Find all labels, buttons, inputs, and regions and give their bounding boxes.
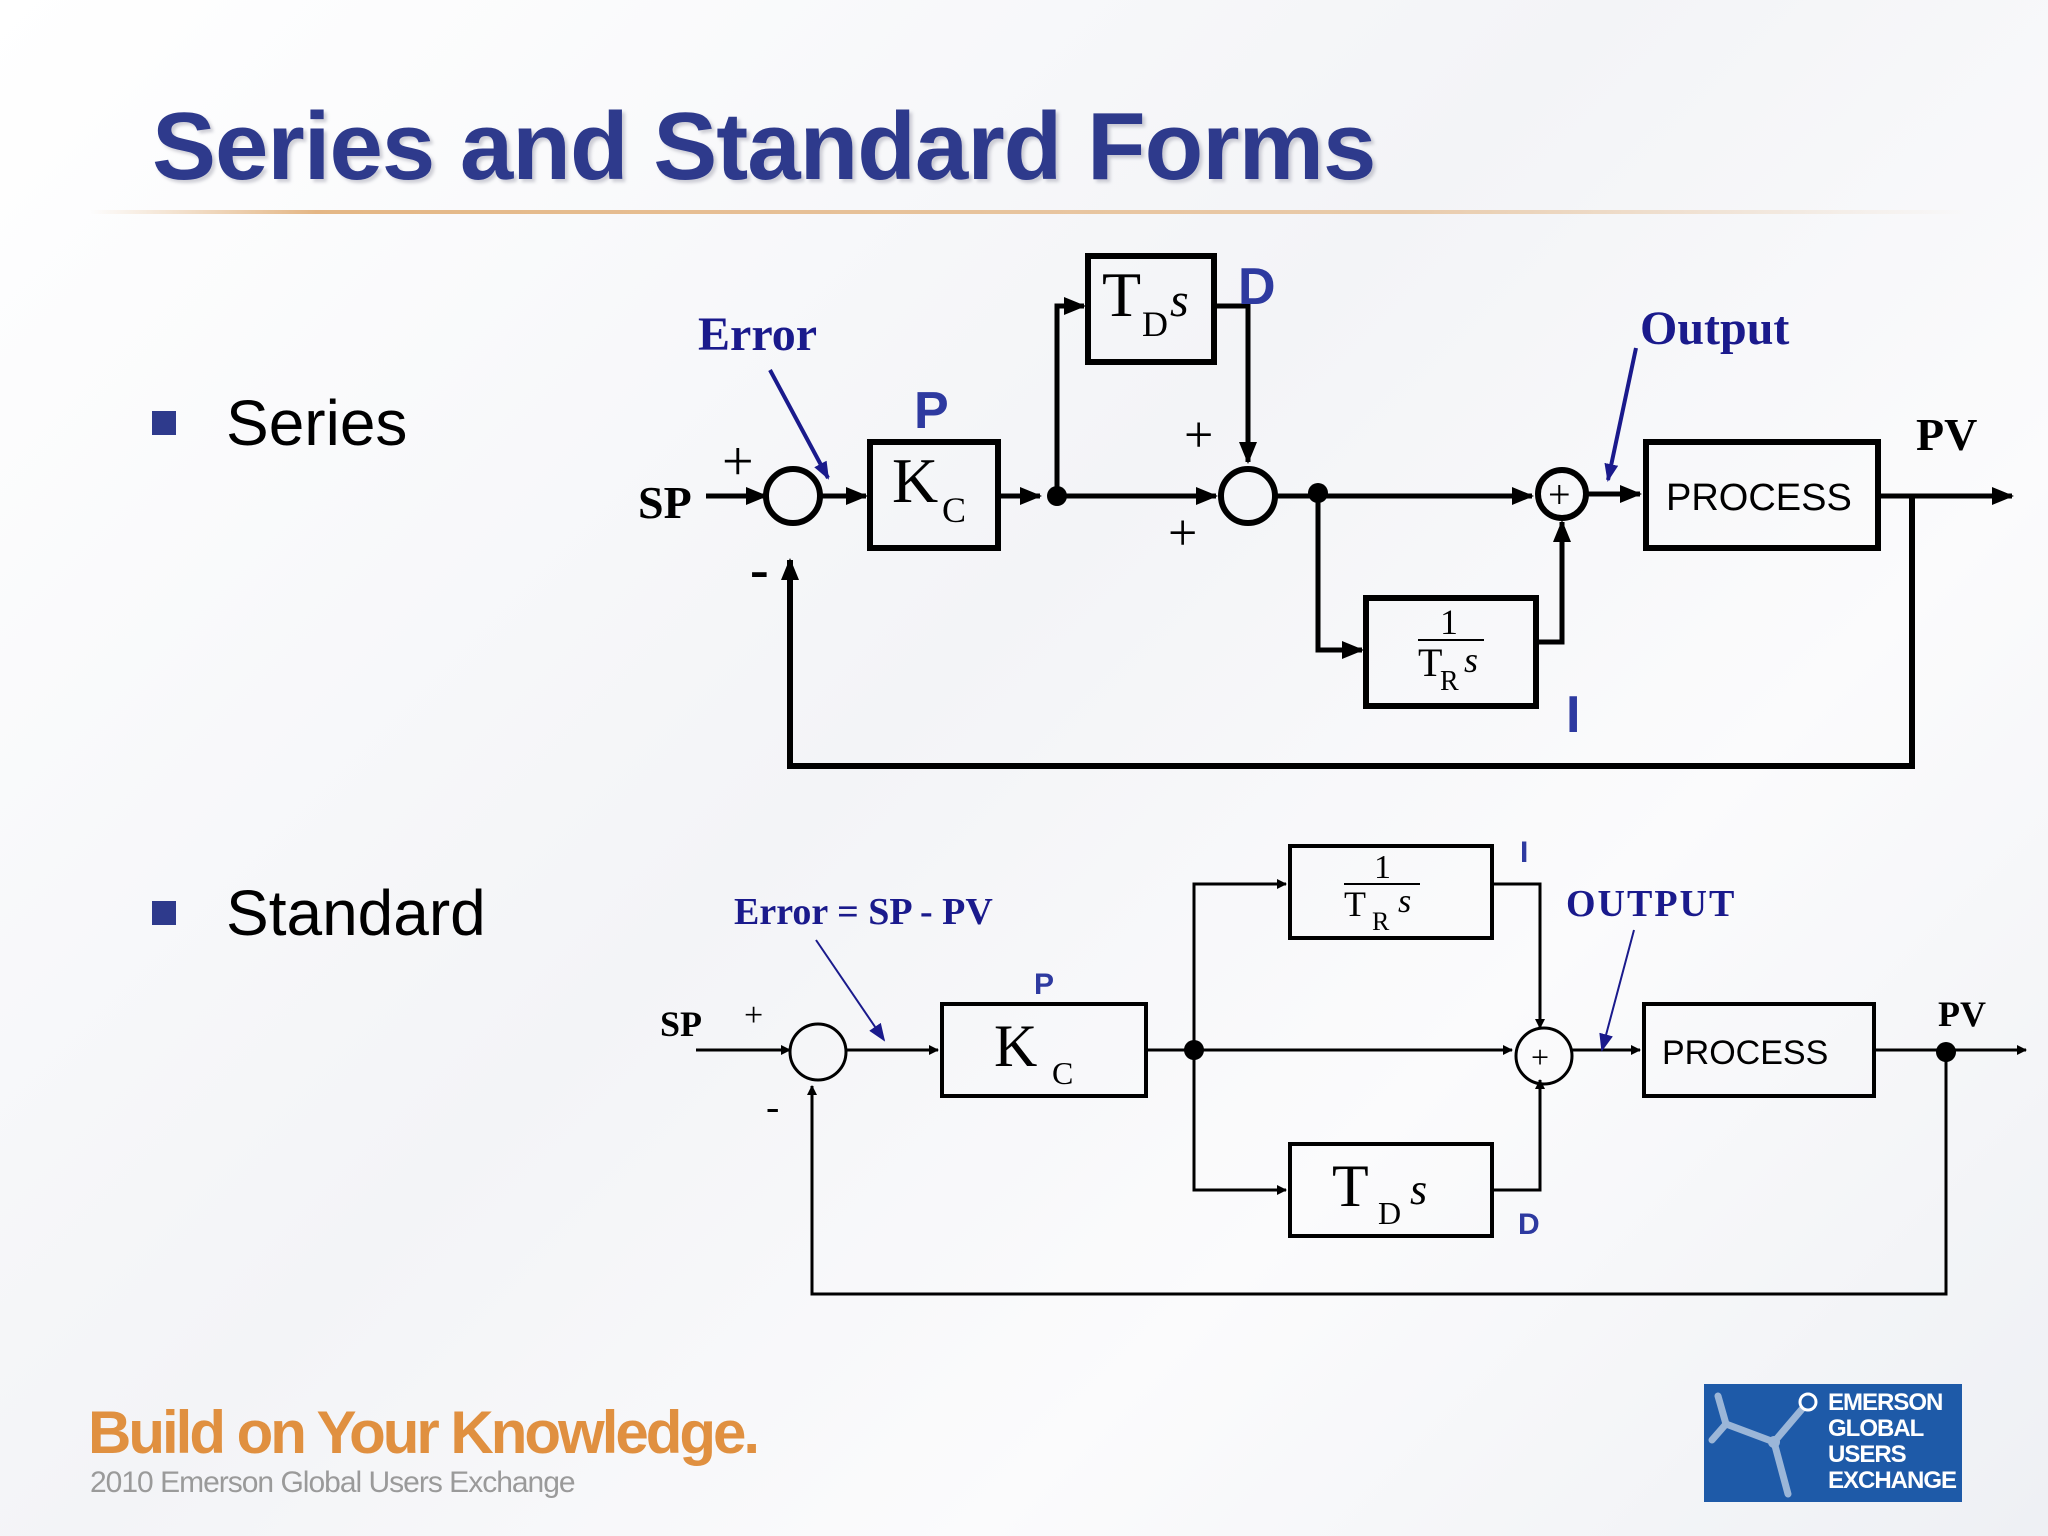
slide-title: Series and Standard Forms (152, 93, 1376, 200)
title-divider (90, 210, 1970, 214)
standard-kc-block (940, 1002, 1148, 1098)
emerson-exchange-logo: EMERSON GLOBAL USERS EXCHANGE (1704, 1384, 1962, 1502)
footer-tagline: Build on Your Knowledge. (88, 1399, 760, 1466)
logo-line: EXCHANGE (1828, 1467, 1957, 1494)
standard-minus-sign: - (766, 1084, 779, 1129)
series-plus-sign: + (722, 431, 754, 493)
series-tr-s: s (1464, 640, 1478, 680)
bullet-square-icon (152, 901, 176, 925)
series-i-label: I (1566, 686, 1580, 744)
standard-td-main: T (1332, 1153, 1369, 1219)
series-d-plus-top: + (1184, 407, 1213, 464)
series-minus-sign: - (750, 539, 769, 601)
logo-line: EMERSON (1828, 1389, 1943, 1416)
standard-i-label: I (1520, 836, 1528, 869)
series-p-label: P (914, 382, 949, 440)
standard-output-pointer (1599, 929, 1635, 1052)
series-td-main: T (1102, 259, 1141, 330)
series-tr-main: T (1418, 640, 1442, 685)
standard-tr-num: 1 (1374, 849, 1391, 886)
standard-pv-label: PV (1938, 994, 1986, 1034)
series-error-summer (763, 466, 823, 526)
bullet-standard: Standard (152, 876, 486, 950)
series-kc-sub: C (942, 490, 966, 530)
standard-tr-s: s (1398, 883, 1411, 920)
series-sp-label: SP (638, 477, 692, 528)
series-error-pointer (768, 369, 830, 480)
series-tr-num: 1 (1440, 602, 1458, 642)
series-error-label: Error (698, 308, 817, 361)
series-td-block (1085, 253, 1217, 365)
series-process-label: PROCESS (1666, 477, 1852, 519)
series-tr-block (1363, 595, 1539, 709)
footer-event: 2010 Emerson Global Users Exchange (90, 1466, 576, 1499)
series-diagram (706, 253, 2014, 769)
standard-tr-block (1288, 844, 1494, 940)
series-td-s: s (1170, 274, 1189, 327)
series-d-label: D (1238, 258, 1276, 316)
molecule-icon (1708, 1392, 1818, 1498)
series-to-td (1054, 297, 1086, 496)
standard-d-label: D (1518, 1208, 1540, 1241)
bullet-label: Series (226, 387, 408, 459)
standard-diagram (696, 844, 2027, 1296)
series-text: Error Output SP PV + - + + + P D I K C T… (638, 258, 1977, 744)
series-kc-main: K (892, 445, 938, 516)
logo-wordmark: EMERSON GLOBAL USERS EXCHANGE (1828, 1389, 1957, 1494)
standard-process-label: PROCESS (1662, 1034, 1828, 1072)
standard-plus-sign: + (744, 997, 763, 1034)
series-tr-to-summer (1536, 520, 1571, 645)
standard-td-s: s (1410, 1165, 1427, 1214)
series-tr-sub: R (1440, 666, 1459, 697)
standard-to-tr (1192, 879, 1287, 1050)
standard-error-label: Error = SP - PV (734, 891, 993, 933)
standard-kc-main: K (994, 1013, 1037, 1079)
standard-text: Error = SP - PV OUTPUT SP PV + - + P I D… (660, 836, 1986, 1241)
series-output-label: Output (1640, 302, 1789, 355)
standard-output-label: OUTPUT (1566, 883, 1736, 925)
standard-summer-plus: + (1531, 1039, 1549, 1075)
standard-p-label: P (1034, 968, 1054, 1001)
series-feedback-loop (781, 496, 1915, 769)
standard-td-sub: D (1378, 1195, 1401, 1231)
standard-to-td (1192, 1050, 1287, 1195)
standard-sp-label: SP (660, 1004, 702, 1044)
logo-line: USERS (1828, 1441, 1907, 1468)
standard-output-summer (1514, 1026, 1574, 1086)
bullet-square-icon (152, 411, 176, 435)
series-d-summer (1218, 466, 1278, 526)
standard-error-summer (788, 1022, 848, 1082)
series-d-plus-bottom: + (1168, 505, 1197, 562)
logo-line: GLOBAL (1828, 1415, 1924, 1442)
series-to-tr (1315, 496, 1364, 659)
series-output-pointer (1604, 347, 1638, 482)
series-pv-label: PV (1916, 409, 1977, 460)
standard-td-to-summer (1492, 1079, 1545, 1192)
standard-error-pointer (815, 939, 886, 1042)
standard-tr-sub: R (1372, 907, 1390, 936)
bullet-series: Series (152, 386, 407, 460)
series-branch-dot-2 (1308, 483, 1328, 503)
standard-tr-to-summer (1492, 882, 1545, 1029)
bullet-label: Standard (226, 877, 486, 949)
series-td-sub: D (1142, 304, 1168, 344)
standard-kc-sub: C (1052, 1055, 1073, 1091)
series-td-to-summer (1214, 303, 1257, 464)
standard-feedback-loop (807, 1052, 1948, 1296)
series-i-summer-plus: + (1548, 472, 1571, 517)
standard-tr-main: T (1344, 884, 1366, 924)
